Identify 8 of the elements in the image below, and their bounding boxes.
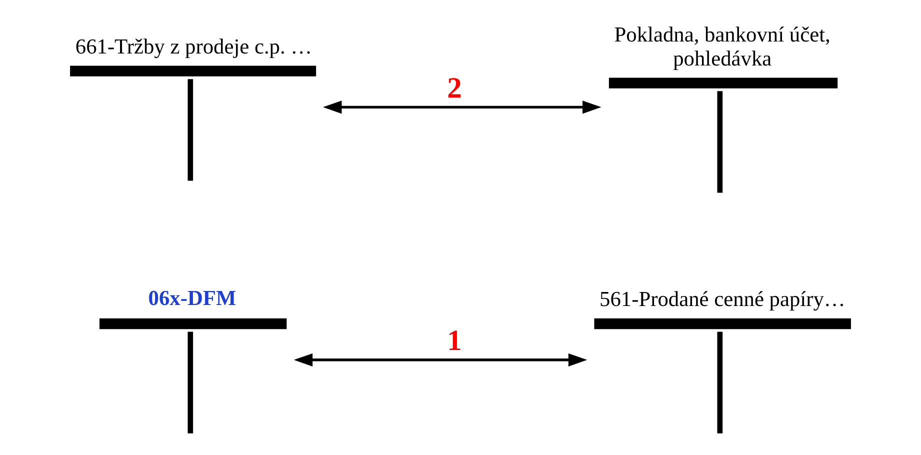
node-label: 06x-DFM [148,286,236,310]
node-label: Pokladna, bankovní účet, pohledávka [614,22,830,70]
edge-label: 2 [447,72,462,104]
node-label: 661-Tržby z prodeje c.p. … [75,34,312,58]
edge-label: 1 [447,324,462,357]
node-label: 561-Prodané cenné papíry… [600,287,846,312]
arrow [322,100,602,114]
arrow [294,353,588,366]
